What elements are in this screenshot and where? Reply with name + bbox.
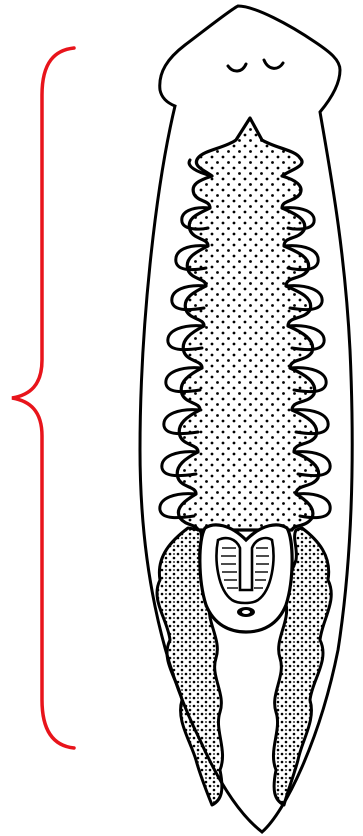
curly-bracket — [12, 48, 74, 748]
pharynx — [200, 525, 292, 632]
